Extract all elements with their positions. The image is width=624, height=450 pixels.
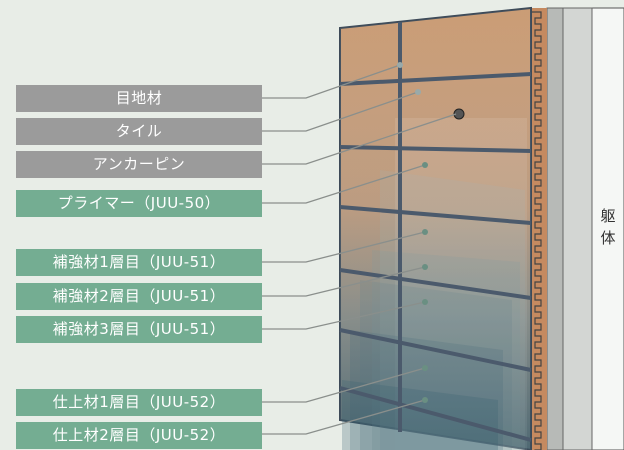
structure-label-char1: 躯 bbox=[600, 207, 616, 225]
label-reinforcement-3: 補強材3層目（JUU-51） bbox=[16, 316, 262, 343]
label-tile: タイル bbox=[16, 118, 262, 145]
adhesive-layer bbox=[546, 7, 564, 450]
mortar-layer bbox=[562, 7, 593, 450]
structure-label: 躯 体 bbox=[600, 205, 616, 249]
grout-joints bbox=[339, 22, 532, 442]
leader-dots bbox=[397, 62, 428, 403]
label-anchor-pin: アンカーピン bbox=[16, 151, 262, 178]
leader-lines bbox=[262, 64, 457, 435]
label-primer: プライマー（JUU-50） bbox=[16, 190, 262, 217]
tile-back-teeth bbox=[531, 11, 542, 450]
label-joint-material: 目地材 bbox=[16, 85, 262, 112]
structure-label-char2: 体 bbox=[600, 229, 616, 247]
label-reinforcement-1: 補強材1層目（JUU-51） bbox=[16, 249, 262, 276]
label-reinforcement-2: 補強材2層目（JUU-51） bbox=[16, 283, 262, 310]
label-finish-1: 仕上材1層目（JUU-52） bbox=[16, 389, 262, 416]
label-finish-2: 仕上材2層目（JUU-52） bbox=[16, 422, 262, 449]
